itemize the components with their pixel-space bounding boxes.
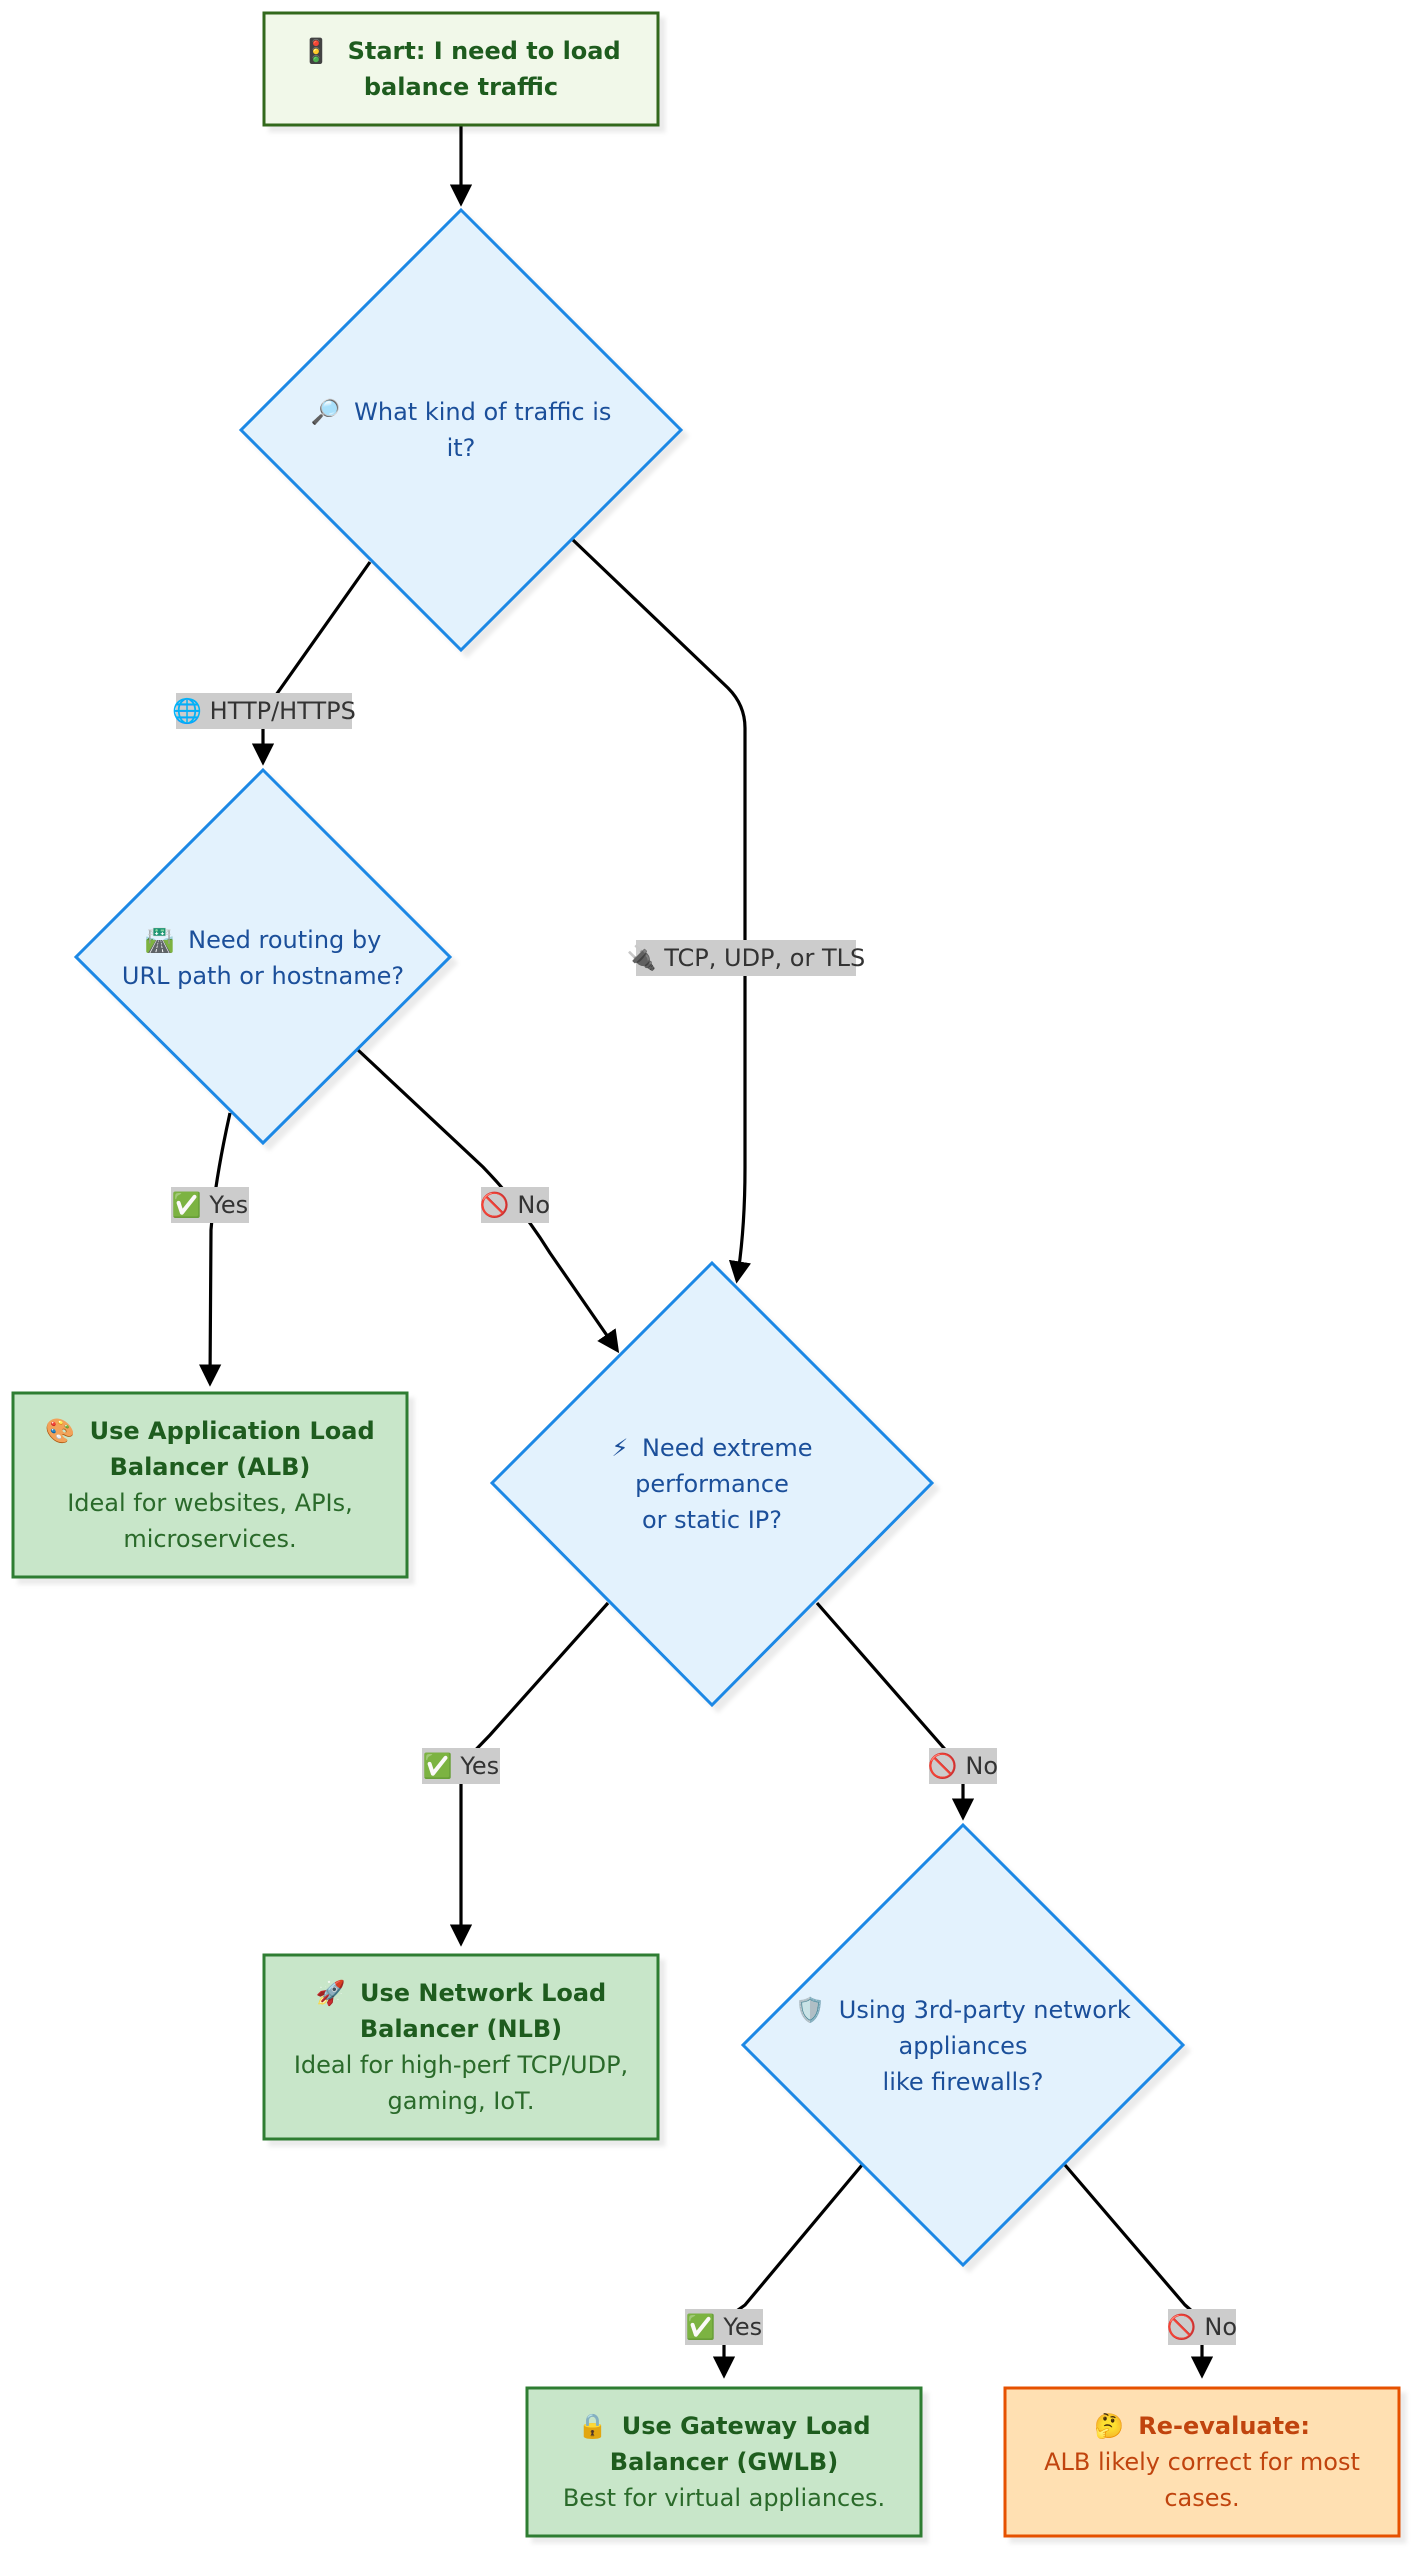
edge-labels: 🌐 HTTP/HTTPS 🔌 TCP, UDP, or TLS ✅ Yes 🚫 … <box>171 693 1237 2345</box>
gwlb-desc1: Best for virtual appliances. <box>563 2484 885 2512</box>
edge-traffic-to-routing <box>251 561 372 766</box>
nlb-title1: Use Network Load <box>360 1979 606 2007</box>
routing-line1: Need routing by <box>188 926 381 954</box>
svg-text:🚦 Start: I need to load: 🚦 Start: I need to load <box>301 37 620 65</box>
gwlb-title1: Use Gateway Load <box>622 2412 871 2440</box>
decision-performance: ⚡ Need extreme performance or static IP? <box>489 1260 935 1708</box>
rocket-icon: 🚀 <box>316 1979 346 2007</box>
label-routing-no-text: 🚫 No <box>480 1191 550 1219</box>
third-party-line3: like firewalls? <box>883 2068 1044 2096</box>
decision-third-party: 🛡️ Using 3rd-party network appliances li… <box>740 1822 1186 2268</box>
result-alb: 🎨 Use Application Load Balancer (ALB) Id… <box>11 1391 409 1579</box>
shield-icon: 🛡️ <box>795 1996 825 2024</box>
svg-text:🚀 Use Network Load: 🚀 Use Network Load <box>316 1979 606 2007</box>
start-line1: Start: I need to load <box>348 37 621 65</box>
edge-traffic-to-performance <box>571 538 752 1284</box>
decision-traffic-kind: 🔎 What kind of traffic is it? <box>238 207 684 653</box>
svg-text:🔒 Use Gateway Load: 🔒 Use Gateway Load <box>577 2412 870 2440</box>
label-perf-no-text: 🚫 No <box>928 1752 998 1780</box>
performance-line2: performance <box>635 1470 789 1498</box>
decision-routing: 🛣️ Need routing by URL path or hostname? <box>73 767 453 1146</box>
traffic-line2: it? <box>447 434 476 462</box>
label-routing-yes: ✅ Yes <box>171 1187 249 1223</box>
alb-desc1: Ideal for websites, APIs, <box>67 1489 353 1517</box>
road-icon: 🛣️ <box>145 926 175 954</box>
label-third-yes: ✅ Yes <box>685 2309 763 2345</box>
svg-text:⚡ Need extreme: ⚡ Need extreme <box>611 1434 812 1462</box>
label-tcp: 🔌 TCP, UDP, or TLS <box>627 940 865 976</box>
reevaluate-title1: Re-evaluate: <box>1138 2412 1310 2440</box>
nlb-desc2: gaming, IoT. <box>388 2087 535 2115</box>
edge-routing-yes-to-alb <box>198 1112 232 1387</box>
label-third-no-text: 🚫 No <box>1167 2313 1237 2341</box>
label-perf-yes-text: ✅ Yes <box>423 1752 499 1780</box>
reevaluate-desc2: cases. <box>1164 2484 1239 2512</box>
label-http-text: 🌐 HTTP/HTTPS <box>172 697 356 725</box>
svg-text:🛣️ Need routing by: 🛣️ Need routing by <box>145 926 382 954</box>
svg-text:🤔 Re-evaluate:: 🤔 Re-evaluate: <box>1094 2412 1310 2440</box>
label-routing-yes-text: ✅ Yes <box>172 1191 248 1219</box>
traffic-line1: What kind of traffic is <box>354 398 611 426</box>
lightning-icon: ⚡ <box>611 1434 628 1462</box>
routing-line2: URL path or hostname? <box>122 962 404 990</box>
label-third-yes-text: ✅ Yes <box>686 2313 762 2341</box>
performance-line1: Need extreme <box>642 1434 813 1462</box>
start-line2: balance traffic <box>364 73 558 101</box>
result-reevaluate: 🤔 Re-evaluate: ALB likely correct for mo… <box>1003 2386 1401 2538</box>
nlb-desc1: Ideal for high-perf TCP/UDP, <box>294 2051 628 2079</box>
thinking-face-icon: 🤔 <box>1094 2412 1124 2440</box>
performance-line3: or static IP? <box>642 1506 782 1534</box>
label-tcp-text: 🔌 TCP, UDP, or TLS <box>627 944 865 972</box>
label-perf-no: 🚫 No <box>928 1748 998 1784</box>
alb-desc2: microservices. <box>123 1525 296 1553</box>
result-gwlb: 🔒 Use Gateway Load Balancer (GWLB) Best … <box>525 2386 923 2538</box>
label-routing-no: 🚫 No <box>480 1187 550 1223</box>
magnifier-icon: 🔎 <box>311 396 341 426</box>
start-node: 🚦 Start: I need to load balance traffic <box>262 11 660 127</box>
nlb-title2: Balancer (NLB) <box>360 2015 562 2043</box>
gwlb-title2: Balancer (GWLB) <box>610 2448 838 2476</box>
label-http: 🌐 HTTP/HTTPS <box>172 693 356 729</box>
reevaluate-desc1: ALB likely correct for most <box>1044 2448 1360 2476</box>
label-third-no: 🚫 No <box>1167 2309 1237 2345</box>
lock-icon: 🔒 <box>577 2412 607 2440</box>
svg-text:🛡️ Using 3rd-party netw: 🛡️ Using 3rd-party network <box>795 1996 1131 2024</box>
alb-title2: Balancer (ALB) <box>110 1453 311 1481</box>
edge-performance-no-to-thirdparty <box>815 1601 975 1821</box>
third-party-line1: Using 3rd-party network <box>839 1996 1131 2024</box>
result-nlb: 🚀 Use Network Load Balancer (NLB) Ideal … <box>262 1953 660 2141</box>
svg-text:🔎 What kind of traffic: 🔎 What kind of traffic is <box>311 396 612 426</box>
third-party-line2: appliances <box>899 2032 1028 2060</box>
alb-title1: Use Application Load <box>90 1417 375 1445</box>
label-perf-yes: ✅ Yes <box>422 1748 500 1784</box>
traffic-light-icon: 🚦 <box>301 37 331 65</box>
palette-icon: 🎨 <box>45 1416 75 1445</box>
svg-text:🎨 Use Application Load: 🎨 Use Application Load <box>45 1416 374 1445</box>
